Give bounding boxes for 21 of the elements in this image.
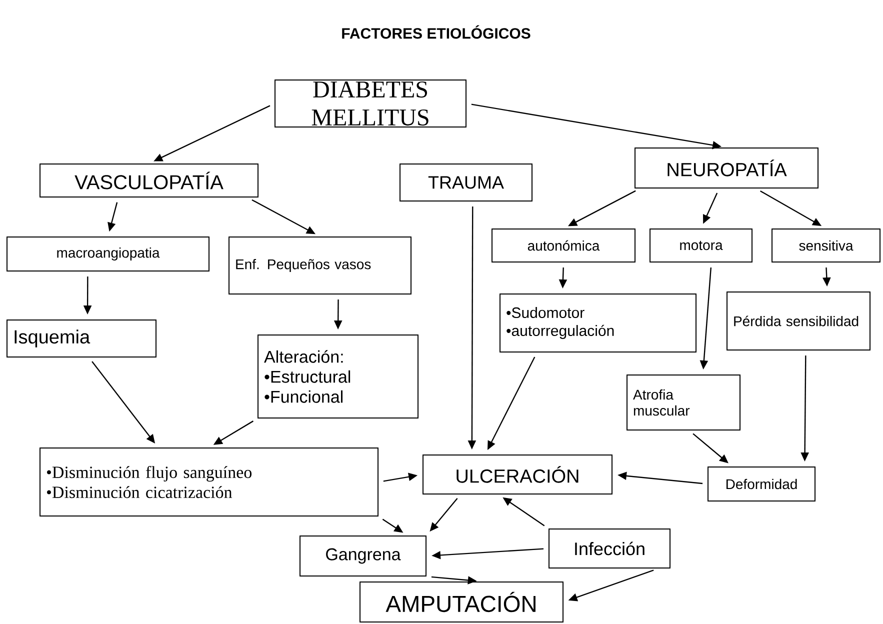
concept-box: Isquemia: [6, 320, 156, 358]
title: FACTORES ETIOLÓGICOS: [342, 25, 530, 39]
concept-box: Alteración: •Estructural •Funcional: [258, 334, 418, 418]
concept-box: macroangiopatia: [6, 236, 210, 272]
concept-box: ULCERACIÓN: [422, 454, 612, 494]
concept-box: DIABETES MELLITUS: [274, 80, 466, 128]
concept-box: Pérdida sensibilidad: [726, 292, 870, 350]
concept-box: •Sudomotor •autorregulación: [500, 294, 696, 352]
concept-box: Atrofia muscular: [626, 374, 740, 430]
concept-box: NEUROPATÍA: [634, 148, 818, 188]
concept-box: Deformidad: [708, 466, 816, 502]
concept-box: TRAUMA: [400, 164, 532, 202]
concept-box: sensitiva: [772, 228, 880, 262]
concept-box: VASCULOPATÍA: [40, 164, 258, 198]
concept-box: AMPUTACIÓN: [360, 582, 564, 622]
concept-box: Enf. Pequeños vasos: [228, 236, 412, 294]
concept-box: •Disminución flujo sanguíneo •Disminución cicatrización: [40, 448, 378, 516]
concept-box: autonómica: [492, 228, 636, 262]
concept-box: motora: [650, 228, 752, 262]
concept-box: Infección: [548, 528, 670, 568]
concept-box: Gangrena: [300, 536, 426, 576]
